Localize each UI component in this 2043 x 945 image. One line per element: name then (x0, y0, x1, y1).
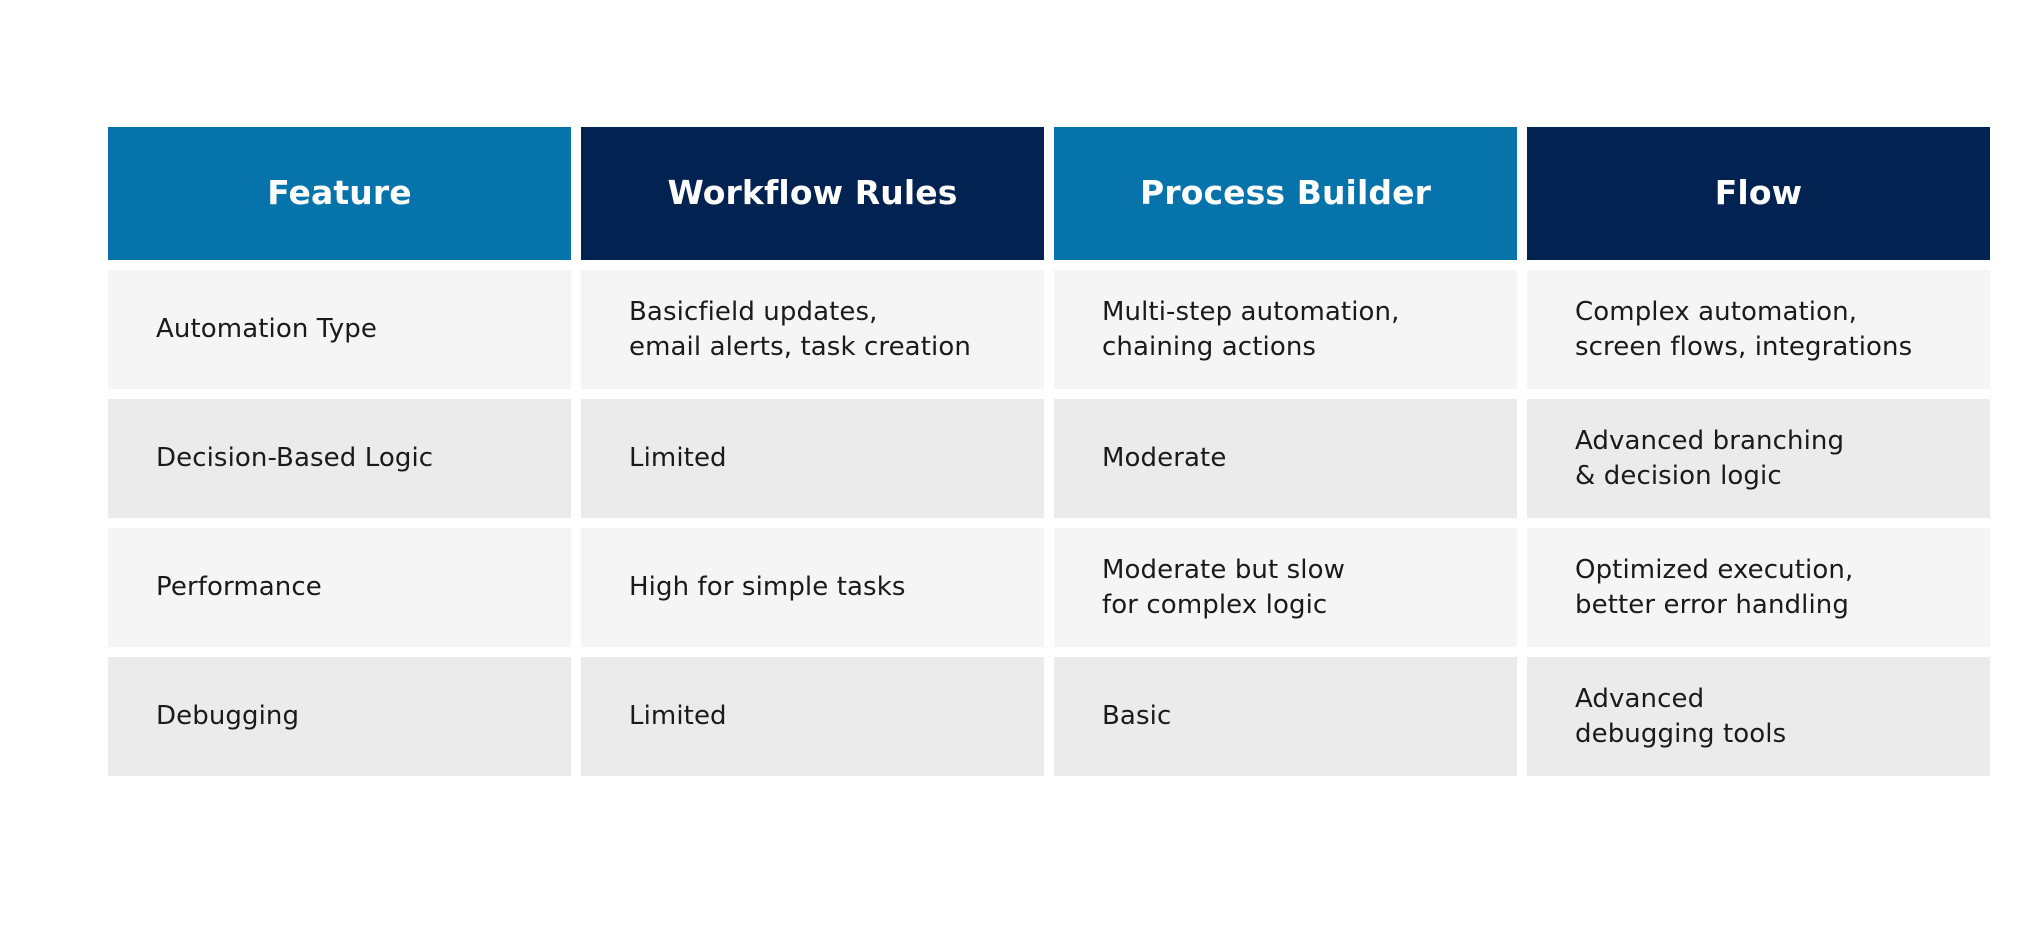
table-header-label: Workflow Rules (667, 173, 958, 213)
table-header-label: Process Builder (1140, 173, 1431, 213)
table-cell-process-builder: Multi-step automation, chaining actions (1054, 270, 1517, 389)
table-header-process-builder: Process Builder (1054, 127, 1517, 260)
table-cell-feature: Performance (108, 528, 571, 647)
table-header-workflow-rules: Workflow Rules (581, 127, 1044, 260)
comparison-table: Feature Workflow Rules Process Builder F… (108, 127, 1990, 776)
table-cell-workflow-rules: Limited (581, 657, 1044, 776)
table-cell-feature: Decision-Based Logic (108, 399, 571, 518)
table-header-label: Flow (1714, 173, 1803, 213)
table-header-label: Feature (267, 173, 412, 213)
table-cell-workflow-rules: Basicfield updates, email alerts, task c… (581, 270, 1044, 389)
table-cell-feature: Automation Type (108, 270, 571, 389)
table-cell-flow: Advanced debugging tools (1527, 657, 1990, 776)
table-cell-process-builder: Basic (1054, 657, 1517, 776)
table-cell-process-builder: Moderate but slow for complex logic (1054, 528, 1517, 647)
table-cell-flow: Complex automation, screen flows, integr… (1527, 270, 1990, 389)
table-cell-flow: Advanced branching & decision logic (1527, 399, 1990, 518)
table-header-feature: Feature (108, 127, 571, 260)
table-header-flow: Flow (1527, 127, 1990, 260)
table-cell-flow: Optimized execution, better error handli… (1527, 528, 1990, 647)
table-cell-workflow-rules: High for simple tasks (581, 528, 1044, 647)
table-cell-feature: Debugging (108, 657, 571, 776)
table-cell-process-builder: Moderate (1054, 399, 1517, 518)
table-cell-workflow-rules: Limited (581, 399, 1044, 518)
